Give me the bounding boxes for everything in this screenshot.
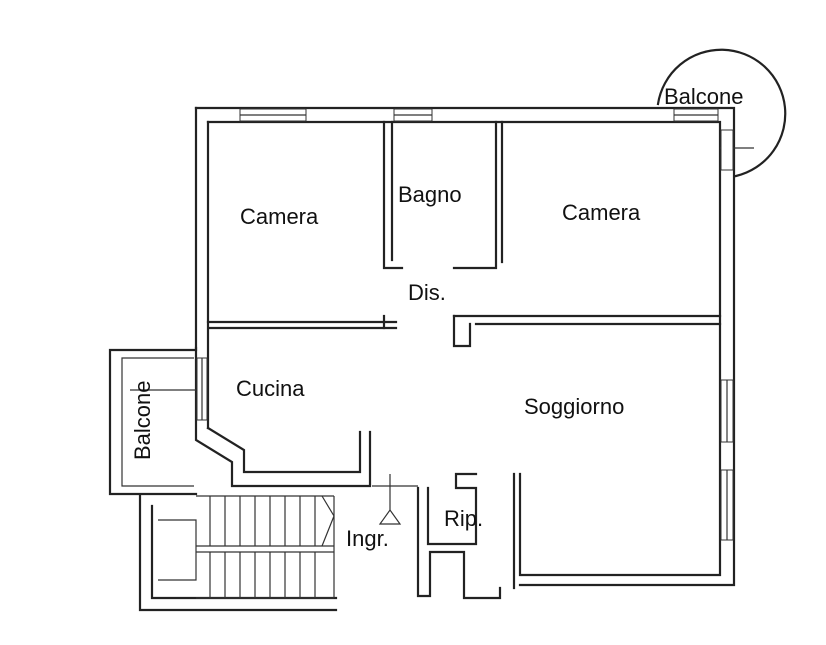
outer-walls: [194, 106, 736, 587]
room-label-rip: Rip.: [444, 506, 483, 531]
balcony-label-top-right: Balcone: [664, 84, 744, 109]
room-label-camera-left: Camera: [240, 204, 319, 229]
entrance-marker-icon: [372, 474, 418, 525]
room-label-bagno: Bagno: [398, 182, 462, 207]
left-balcony: [108, 348, 198, 496]
room-label-dis: Dis.: [408, 280, 446, 305]
room-label-camera-right: Camera: [562, 200, 641, 225]
room-label-ingr: Ingr.: [346, 526, 389, 551]
balcony-label-left: Balcone: [130, 380, 155, 460]
room-label-cucina: Cucina: [236, 376, 305, 401]
windows: [196, 108, 734, 541]
storage-walls: [416, 472, 522, 600]
room-label-soggiorno: Soggiorno: [524, 394, 624, 419]
interior-walls: [206, 120, 722, 348]
stairs: [138, 494, 338, 612]
